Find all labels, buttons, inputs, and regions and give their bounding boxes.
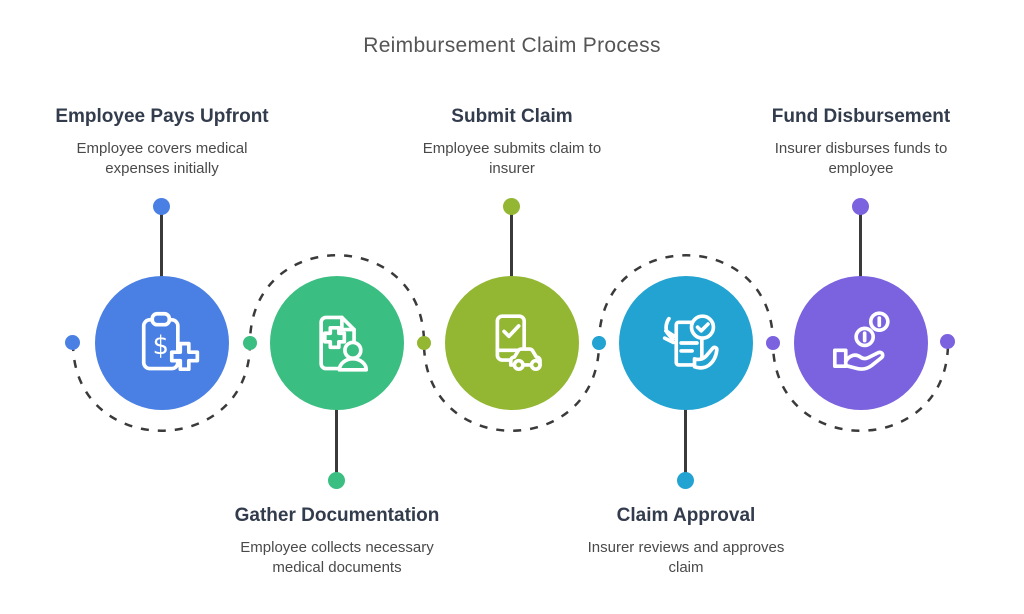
connector-stem	[684, 409, 687, 479]
step-circle	[445, 276, 579, 410]
step-label-block: Gather Documentation Employee collects n…	[212, 505, 462, 579]
connector-stem	[859, 208, 862, 277]
path-node-dot	[592, 336, 606, 350]
path-node-dot	[766, 336, 780, 350]
step-title: Employee Pays Upfront	[55, 106, 269, 127]
stem-dot	[153, 198, 170, 215]
connector-stem	[160, 208, 163, 277]
phone-check-car-icon	[495, 314, 542, 372]
step-label-block: Employee Pays Upfront Employee covers me…	[37, 106, 287, 180]
step-circle: $	[95, 276, 229, 410]
step-circle	[619, 276, 753, 410]
step-label-block: Submit Claim Employee submits claim to i…	[387, 106, 637, 180]
step-title: Claim Approval	[616, 505, 756, 526]
hand-coins-icon	[832, 311, 890, 371]
step-description: Employee collects necessary medical docu…	[240, 539, 434, 577]
medical-document-person-icon	[319, 315, 369, 372]
connector-stem	[510, 208, 513, 277]
path-end-dot-right	[940, 334, 955, 349]
path-node-dot	[417, 336, 431, 350]
step-title: Fund Disbursement	[771, 106, 951, 127]
connector-stem	[335, 409, 338, 479]
step-description: Employee covers medical expenses initial…	[76, 140, 248, 178]
path-end-dot-left	[65, 335, 80, 350]
step-title: Gather Documentation	[234, 505, 440, 526]
document-check-hands-icon	[662, 314, 719, 370]
step-description: Insurer disburses funds to employee	[774, 140, 948, 178]
path-node-dot	[243, 336, 257, 350]
step-title: Submit Claim	[451, 106, 573, 127]
step-label-block: Fund Disbursement Insurer disburses fund…	[736, 106, 986, 180]
stem-dot	[852, 198, 869, 215]
clipboard-dollar-icon: $	[141, 311, 200, 372]
step-circle	[270, 276, 404, 410]
step-label-block: Claim Approval Insurer reviews and appro…	[561, 505, 811, 579]
stem-dot	[328, 472, 345, 489]
step-circle	[794, 276, 928, 410]
svg-text:$: $	[153, 331, 169, 361]
stem-dot	[503, 198, 520, 215]
step-description: Employee submits claim to insurer	[422, 140, 602, 178]
stem-dot	[677, 472, 694, 489]
page-title: Reimbursement Claim Process	[363, 34, 661, 58]
step-description: Insurer reviews and approves claim	[587, 539, 785, 577]
